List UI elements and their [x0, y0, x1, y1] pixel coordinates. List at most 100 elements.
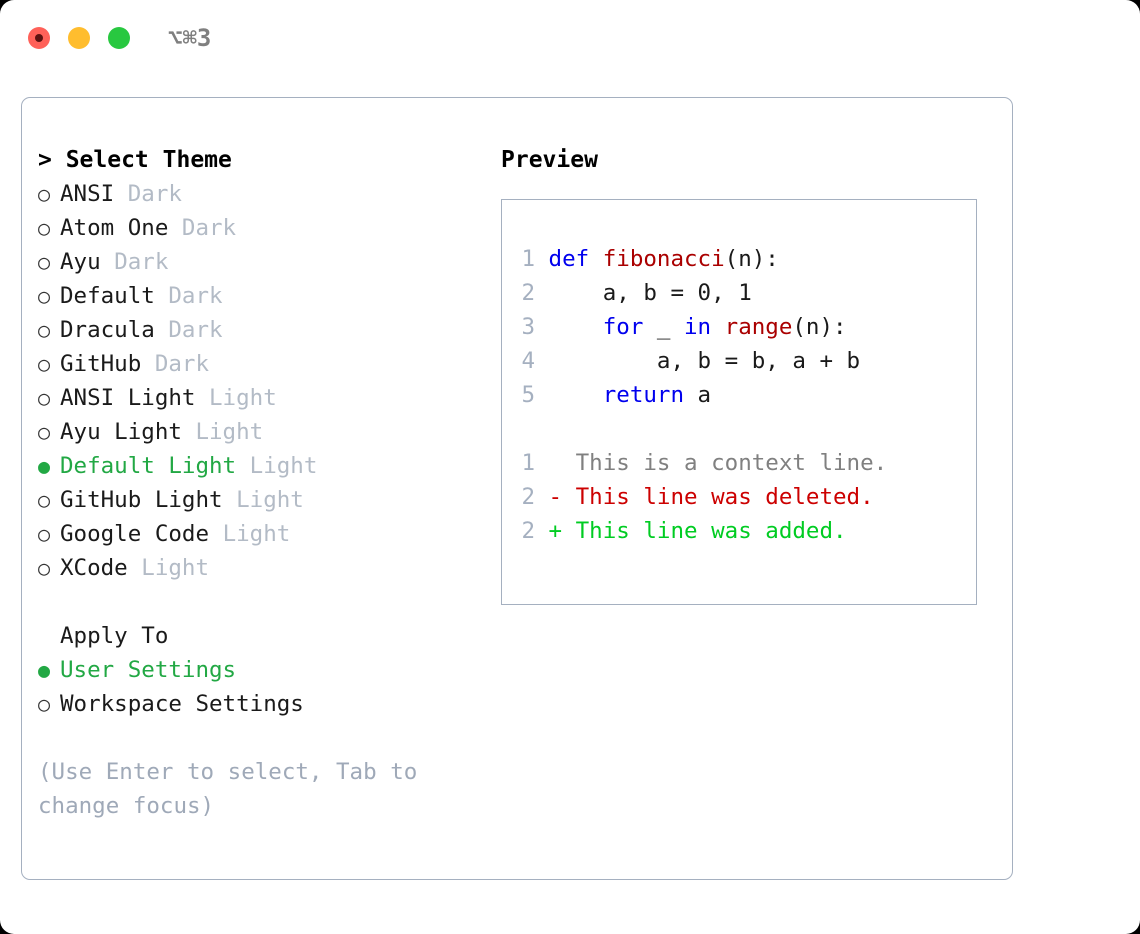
line-number: 1	[521, 450, 535, 476]
code-token: _	[643, 314, 685, 340]
theme-name: Default Light	[60, 453, 237, 479]
spacer	[209, 521, 223, 547]
line-number: 2	[521, 280, 535, 306]
code-line: 3 for _ in range(n):	[513, 310, 970, 344]
code-token: a, b = b, a + b	[548, 348, 861, 374]
maximize-button[interactable]	[108, 27, 130, 49]
code-token: for	[602, 314, 644, 340]
code-token	[549, 382, 603, 408]
code-token: return	[602, 382, 685, 408]
apply-to-option[interactable]: ○Workspace Settings	[38, 687, 488, 721]
radio-unselected-icon: ○	[38, 250, 51, 274]
theme-picker-panel: > Select Theme ○ANSI Dark○Atom One Dark○…	[21, 97, 1013, 880]
radio-unselected-icon: ○	[38, 318, 51, 342]
diff-line: 1 This is a context line.	[513, 446, 970, 480]
diff-line: 2 + This line was added.	[513, 514, 970, 548]
theme-category-label: Dark	[127, 181, 182, 207]
theme-name: XCode	[60, 555, 128, 581]
radio-selected-icon: ●	[38, 454, 51, 478]
gutter-space	[535, 382, 549, 408]
spacer	[223, 487, 237, 513]
code-line: 5 return a	[513, 378, 970, 412]
select-theme-header: > Select Theme	[38, 147, 232, 173]
line-number: 5	[521, 382, 535, 408]
radio-unselected-icon: ○	[38, 556, 51, 580]
code-token	[549, 314, 603, 340]
preview-separator	[513, 412, 970, 446]
radio-unselected-icon: ○	[38, 420, 51, 444]
code-token: (n):	[792, 314, 847, 340]
theme-category-label: Light	[236, 487, 304, 513]
code-token	[589, 246, 603, 272]
line-number: 3	[521, 314, 535, 340]
theme-list-item[interactable]: ○ Default Dark	[38, 279, 488, 313]
theme-list-item[interactable]: ○Dracula Dark	[38, 313, 488, 347]
theme-list-item[interactable]: ○Google Code Light	[38, 517, 488, 551]
radio-unselected-icon: ○	[38, 522, 51, 546]
theme-list: ○ ANSI Dark ○ Atom One Dark ○ Ayu Dark ○ Defaul…	[38, 177, 488, 585]
line-number: 1	[521, 246, 535, 272]
gutter-space	[535, 280, 549, 306]
theme-category-label: Light	[222, 521, 291, 547]
line-number: 2	[521, 518, 535, 544]
spacer	[182, 419, 196, 445]
theme-category-label: Light	[249, 453, 318, 479]
theme-name: GitHub	[60, 351, 142, 377]
radio-unselected-icon: ○	[38, 182, 51, 206]
theme-list-item[interactable]: ○ ANSI Dark	[38, 177, 488, 211]
theme-category-label: Dark	[168, 283, 223, 309]
apply-to-section: Apply To ●User Settings○Workspace Settin…	[38, 619, 488, 721]
code-line: 4 a, b = b, a + b	[513, 344, 970, 378]
close-button[interactable]	[28, 27, 50, 49]
apply-to-title: Apply To	[60, 623, 169, 649]
spacer	[114, 181, 128, 207]
theme-name: GitHub Light	[60, 487, 223, 513]
theme-name: Atom One	[60, 215, 169, 241]
spacer	[155, 317, 169, 343]
radio-unselected-icon: ○	[38, 488, 51, 512]
theme-list-item[interactable]: ○Ayu Light Light	[38, 415, 488, 449]
theme-name: ANSI Light	[60, 385, 196, 411]
title-bar: ⌥⌘3	[0, 0, 1140, 78]
apply-to-label: Workspace Settings	[60, 691, 304, 717]
spacer	[155, 283, 169, 309]
theme-list-item[interactable]: ○ANSI Light Light	[38, 381, 488, 415]
code-token: a, b = 0, 1	[548, 280, 752, 306]
diff-text: This is a context line.	[535, 450, 888, 476]
theme-list-item[interactable]: ○GitHub Dark	[38, 347, 488, 381]
code-token	[711, 314, 725, 340]
code-line: 2 a, b = 0, 1	[513, 276, 970, 310]
code-line: 1 def fibonacci(n):	[513, 242, 970, 276]
radio-unselected-icon: ○	[38, 284, 51, 308]
theme-list-item[interactable]: ● Default Light Light	[38, 449, 488, 483]
theme-name: Default	[60, 283, 155, 309]
theme-name: Ayu	[60, 249, 101, 275]
theme-list-column: > Select Theme ○ANSI Dark○Atom One Dark○…	[38, 143, 488, 823]
minimize-button[interactable]	[68, 27, 90, 49]
theme-list-item[interactable]: ○Ayu Dark	[38, 245, 488, 279]
diff-text: + This line was added.	[535, 518, 847, 544]
theme-list-item[interactable]: ○XCode Light	[38, 551, 488, 585]
theme-category-label: Light	[209, 385, 277, 411]
gutter-space	[535, 314, 549, 340]
theme-category-label: Dark	[181, 215, 237, 241]
spacer	[195, 385, 209, 411]
theme-category-label: Light	[195, 419, 264, 445]
spacer	[141, 351, 155, 377]
line-number: 2	[521, 484, 535, 510]
apply-to-label: User Settings	[60, 657, 237, 683]
spacer	[101, 249, 115, 275]
theme-list-item[interactable]: ○ GitHub Light Light	[38, 483, 488, 517]
code-token: a	[684, 382, 712, 408]
radio-unselected-icon: ○	[38, 216, 51, 240]
preview-header: Preview	[501, 147, 598, 173]
code-token: range	[724, 314, 793, 340]
diff-text: - This line was deleted.	[535, 484, 874, 510]
line-number: 4	[521, 348, 535, 374]
theme-list-item[interactable]: ○ Atom One Dark	[38, 211, 488, 245]
apply-to-option[interactable]: ●User Settings	[38, 653, 488, 687]
code-token: def	[548, 246, 590, 272]
keyboard-hint-text: (Use Enter to select, Tab to change focu…	[38, 759, 431, 819]
theme-name: ANSI	[60, 181, 115, 207]
